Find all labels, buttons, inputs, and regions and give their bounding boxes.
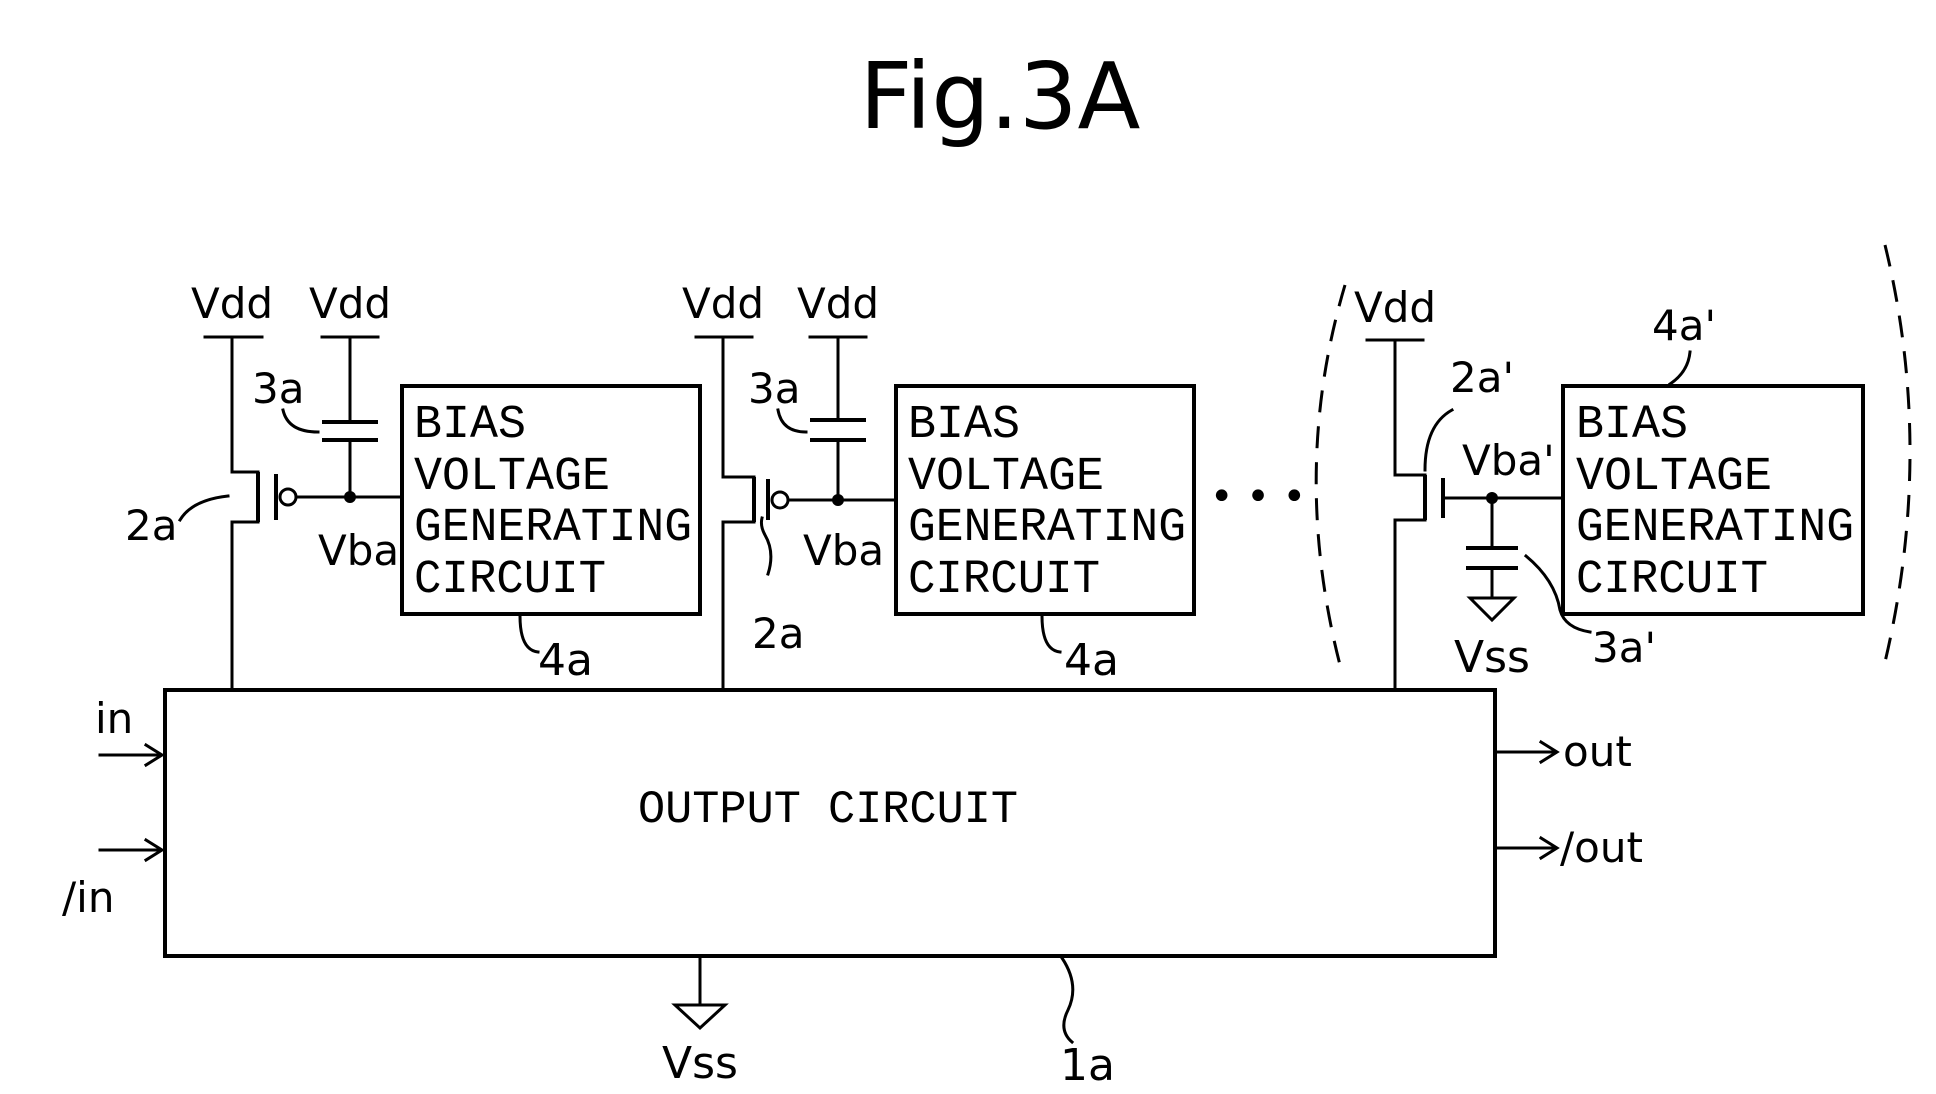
figure-title: Fig.3A <box>860 43 1141 150</box>
ground-symbol-output <box>675 958 725 1028</box>
bias-box-s3-line3: GENERATING <box>1576 502 1854 555</box>
wire-s3-drain <box>1395 340 1425 480</box>
bias-box-s1-line2: VOLTAGE <box>414 451 610 504</box>
input-arrow-in-bar <box>100 840 162 860</box>
capacitor-leader-s2 <box>778 410 806 432</box>
bias-box-s2-line2: VOLTAGE <box>908 451 1104 504</box>
bias-box-s2-line3: GENERATING <box>908 502 1186 555</box>
input-label-in-bar: /in <box>62 873 114 922</box>
transistor-bubble-s1 <box>280 489 296 505</box>
vdd-label-s3-transistor: Vdd <box>1354 283 1436 332</box>
bias-ref-leader-s2 <box>1042 616 1060 652</box>
capacitor-label-s1: 3a <box>252 364 304 413</box>
output-label-out-bar: /out <box>1560 823 1643 872</box>
transistor-leader-s2 <box>761 518 770 574</box>
ref-label-1a: 1a <box>1060 1040 1115 1091</box>
transistor-label-s3: 2a' <box>1450 353 1514 402</box>
transistor-bubble-s2 <box>772 492 788 508</box>
bias-ref-leader-s1 <box>520 616 538 652</box>
capacitor-label-s2: 3a <box>748 364 800 413</box>
ref-leader-1a <box>1062 958 1073 1042</box>
vdd-label-s2-capacitor: Vdd <box>797 279 879 328</box>
ground-symbol-s3 <box>1470 598 1514 620</box>
node-label-s1: Vba <box>318 526 399 575</box>
capacitor-leader-s1 <box>283 410 318 432</box>
bias-box-s3-line2: VOLTAGE <box>1576 451 1772 504</box>
bias-ref-label-s3: 4a' <box>1652 301 1716 350</box>
bias-box-s1-line1: BIAS <box>414 399 526 452</box>
wire-s2-drain <box>723 337 754 490</box>
output-arrow-out-bar <box>1497 838 1557 858</box>
wire-s3-source <box>1395 515 1425 688</box>
vdd-label-s1-capacitor: Vdd <box>309 279 391 328</box>
transistor-leader-s3 <box>1425 410 1452 470</box>
output-circuit-label: OUTPUT CIRCUIT <box>638 784 1018 836</box>
bias-box-s2-line1: BIAS <box>908 399 1020 452</box>
bias-box-s1-line3: GENERATING <box>414 502 692 555</box>
node-label-s3: Vba' <box>1462 436 1555 485</box>
transistor-label-s2: 2a <box>752 609 804 658</box>
node-label-s2: Vba <box>803 526 884 575</box>
vdd-label-s1-transistor: Vdd <box>191 279 273 328</box>
transistor-label-s1: 2a <box>125 501 177 550</box>
bias-box-s3-line4: CIRCUIT <box>1576 554 1768 607</box>
bias-ref-leader-s3 <box>1670 352 1690 384</box>
output-arrow-out <box>1497 742 1557 762</box>
vss-label-s3: Vss <box>1454 632 1530 683</box>
wire-s2-source <box>723 510 754 688</box>
dashed-bracket-right <box>1885 245 1910 662</box>
bias-box-s1-line4: CIRCUIT <box>414 554 606 607</box>
ellipsis: • • • <box>1210 474 1306 520</box>
bias-ref-label-s1: 4a <box>538 635 593 686</box>
vdd-label-s2-transistor: Vdd <box>682 279 764 328</box>
output-label-out: out <box>1563 727 1632 776</box>
wire-s1-source <box>232 508 258 688</box>
bias-ref-label-s2: 4a <box>1064 635 1119 686</box>
transistor-leader-s1 <box>180 496 228 520</box>
vss-label-output: Vss <box>662 1038 738 1089</box>
bias-box-s2-line4: CIRCUIT <box>908 554 1100 607</box>
input-arrow-in <box>100 745 162 765</box>
input-label-in: in <box>95 694 133 743</box>
capacitor-label-s3: 3a' <box>1592 623 1656 672</box>
dashed-bracket-left <box>1316 285 1345 665</box>
wire-s1-drain <box>232 337 258 490</box>
bias-box-s3-line1: BIAS <box>1576 399 1688 452</box>
